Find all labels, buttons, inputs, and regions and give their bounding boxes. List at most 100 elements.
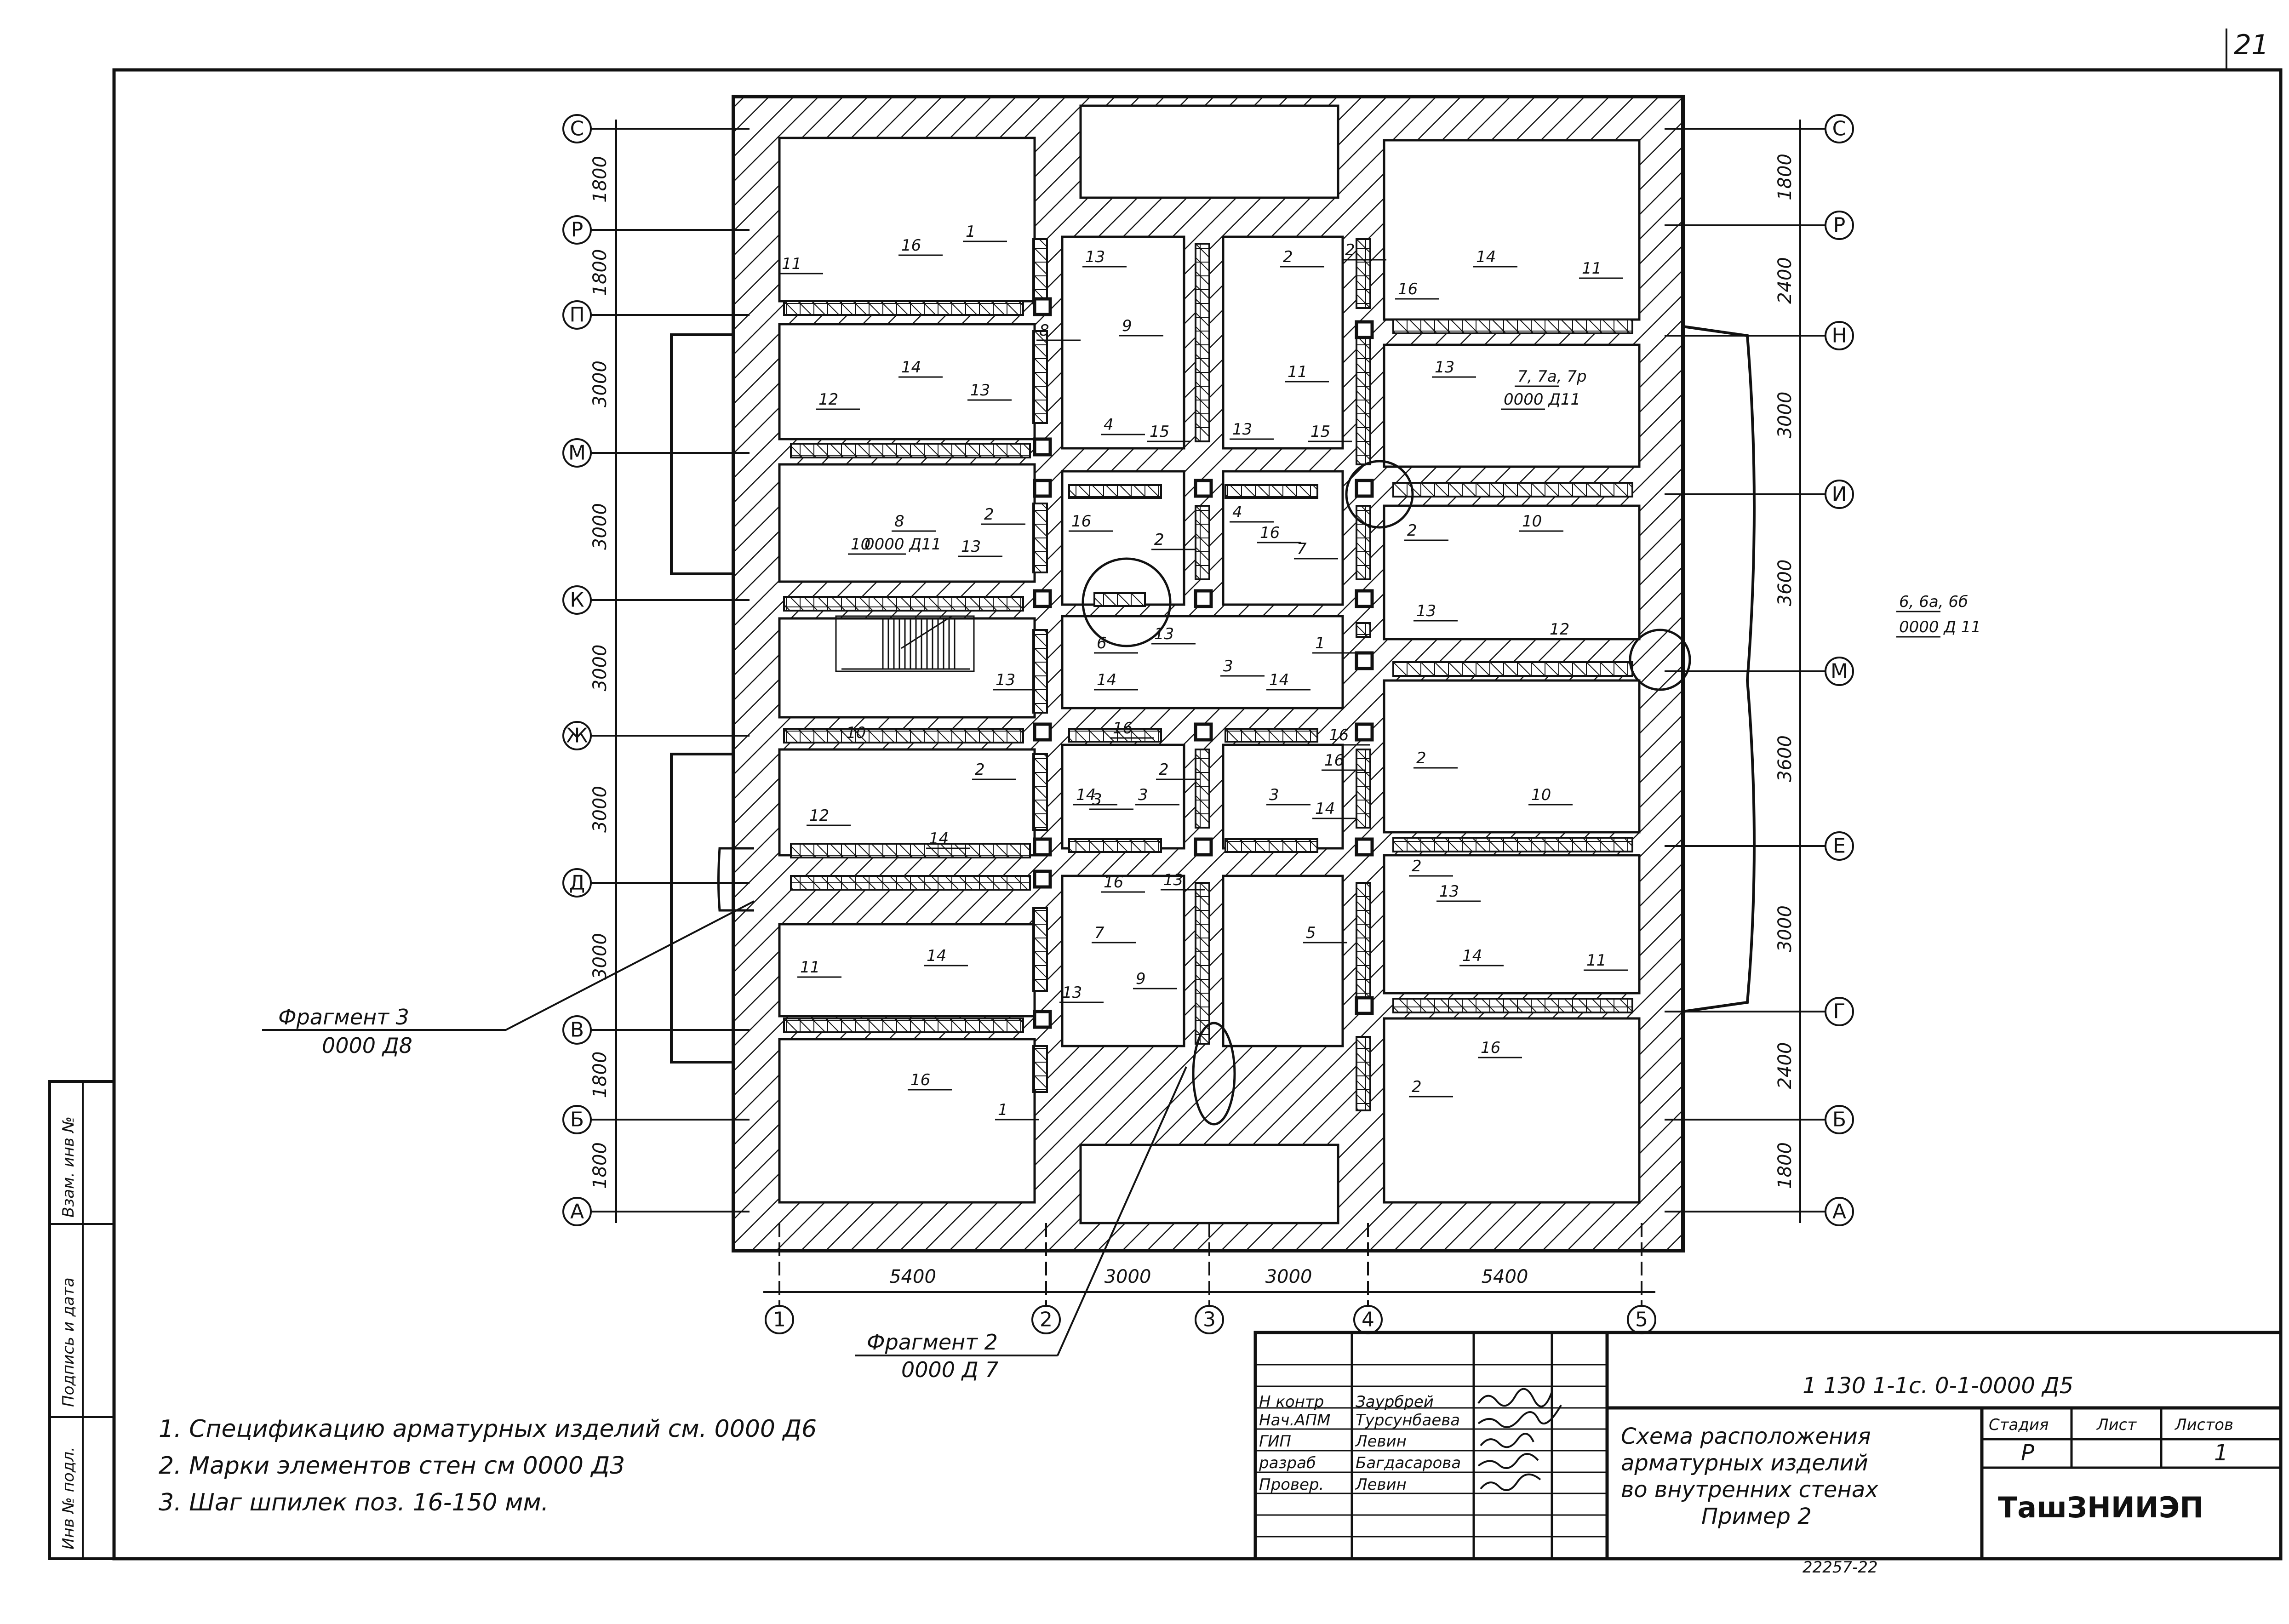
axis-bubble-Д xyxy=(562,868,592,898)
wall-panel xyxy=(1032,238,1048,304)
position-label: 3 xyxy=(1138,786,1148,804)
axis-label-М: М xyxy=(1831,660,1848,683)
position-label: 13 xyxy=(1439,882,1459,901)
dim-right-7: 1800 xyxy=(1774,1142,1796,1189)
position-label: 2 xyxy=(1407,521,1417,540)
axis-label-Б: Б xyxy=(570,1108,584,1132)
stair-arrow xyxy=(901,615,952,649)
wall-node xyxy=(1033,869,1052,889)
room-cell xyxy=(1383,1017,1641,1204)
wall-panel xyxy=(1032,629,1048,714)
axis-label-А: А xyxy=(1832,1200,1846,1224)
dim-right-1: 2400 xyxy=(1774,257,1796,304)
wall-node xyxy=(1033,479,1052,498)
axis-label-Р: Р xyxy=(1833,214,1846,237)
axis-bubble-3 xyxy=(1195,1305,1224,1334)
position-label: 13 xyxy=(970,381,990,400)
wall-panel xyxy=(1225,838,1318,853)
note-2: 2. Марки элементов стен см 0000 Д3 xyxy=(159,1452,625,1480)
role-2: Нач.АПМ xyxy=(1259,1411,1330,1430)
name-5: Левин xyxy=(1355,1475,1407,1494)
room-cell xyxy=(1222,875,1344,1047)
position-label: 16 xyxy=(1398,280,1418,298)
position-label: 6, 6а, 6б xyxy=(1899,593,1968,611)
position-label: 14 xyxy=(927,947,946,965)
position-label: 7 xyxy=(1094,924,1104,942)
dim-left-5: 3000 xyxy=(589,786,611,833)
wall-panel xyxy=(790,843,1031,858)
axis-bubble-И xyxy=(1825,480,1854,509)
axis-label-С: С xyxy=(1832,117,1847,141)
wall-panel xyxy=(1032,503,1048,573)
axis-bubble-К xyxy=(562,585,592,615)
wall-panel xyxy=(1392,998,1633,1013)
wall-panel xyxy=(1068,838,1162,853)
room-cell xyxy=(778,923,1036,1018)
axis-label-Ж: Ж xyxy=(566,724,588,748)
axis-bubble-А xyxy=(562,1197,592,1226)
wall-node xyxy=(1355,651,1374,670)
wall-node xyxy=(1194,837,1213,857)
position-label: 3 xyxy=(1092,790,1102,809)
dim-left-3: 3000 xyxy=(589,503,611,550)
axis-label-П: П xyxy=(569,303,584,327)
axis-bubble-Б xyxy=(1825,1105,1854,1134)
name-1: Заурбрей xyxy=(1356,1393,1434,1411)
wall-panel xyxy=(1356,505,1371,580)
room-cell xyxy=(1222,743,1344,850)
title-block: 1 130 1-1с. 0-1-0000 Д5 Н контр Заурбрей… xyxy=(1253,1331,2283,1577)
room-cell xyxy=(778,617,1036,719)
room-cell xyxy=(1383,679,1641,834)
position-label: 8 xyxy=(894,512,904,531)
wall-panel xyxy=(1195,505,1210,580)
wall-panel xyxy=(1032,330,1048,424)
room-cell xyxy=(1222,235,1344,450)
position-label: 14 xyxy=(1476,248,1496,266)
axis-bubble-М xyxy=(562,438,592,468)
wall-node xyxy=(1033,589,1052,608)
position-label: 15 xyxy=(1310,423,1330,441)
wall-panel xyxy=(1356,238,1371,309)
position-label: 15 xyxy=(1150,423,1169,441)
axis-label-4: 4 xyxy=(1362,1308,1374,1332)
room-cell xyxy=(1061,743,1185,850)
room-cell xyxy=(778,1038,1036,1204)
room-cell xyxy=(778,137,1036,303)
room-cell xyxy=(1061,875,1185,1047)
dim-left-0: 1800 xyxy=(589,156,611,203)
wall-panel xyxy=(1225,484,1318,499)
position-label: 1 xyxy=(998,1101,1008,1119)
position-label: 11 xyxy=(800,958,820,977)
dim-left-4: 3000 xyxy=(589,645,611,692)
axis-bubble-Р xyxy=(1825,211,1854,240)
axis-bubble-С xyxy=(1825,114,1854,143)
role-1: Н контр xyxy=(1259,1393,1324,1411)
position-label: 12 xyxy=(1550,620,1569,639)
axis-label-А: А xyxy=(570,1200,584,1224)
position-label: 4 xyxy=(1232,503,1242,521)
axis-bubble-1 xyxy=(765,1305,794,1334)
axis-label-1: 1 xyxy=(773,1308,786,1332)
position-label: 11 xyxy=(1586,951,1606,970)
position-label: 3 xyxy=(1269,786,1279,804)
wall-node xyxy=(1194,722,1213,742)
position-label: 0000 Д11 xyxy=(1504,390,1580,409)
position-label: 13 xyxy=(1163,871,1183,889)
room-cell xyxy=(1061,235,1185,450)
room-cell xyxy=(1079,1144,1339,1224)
axis-bubble-2 xyxy=(1031,1305,1061,1334)
title-line-4: Пример 2 xyxy=(1701,1504,1812,1529)
wall-panel xyxy=(783,300,1024,316)
axis-bubble-Р xyxy=(562,215,592,245)
room-cell xyxy=(1079,104,1339,199)
balconies xyxy=(670,325,1756,1064)
organization: ТашЗНИИЭП xyxy=(1998,1491,2203,1524)
sheet-frame xyxy=(112,68,2283,1561)
position-label: 2 xyxy=(1412,1078,1422,1096)
position-label: 13 xyxy=(961,538,981,556)
role-5: Провер. xyxy=(1259,1475,1324,1494)
axis-bubble-Г xyxy=(1825,997,1854,1026)
stage-header: Стадия xyxy=(1989,1416,2049,1434)
position-label: 16 xyxy=(1113,719,1133,738)
position-label: 0000 Д11 xyxy=(864,535,941,554)
